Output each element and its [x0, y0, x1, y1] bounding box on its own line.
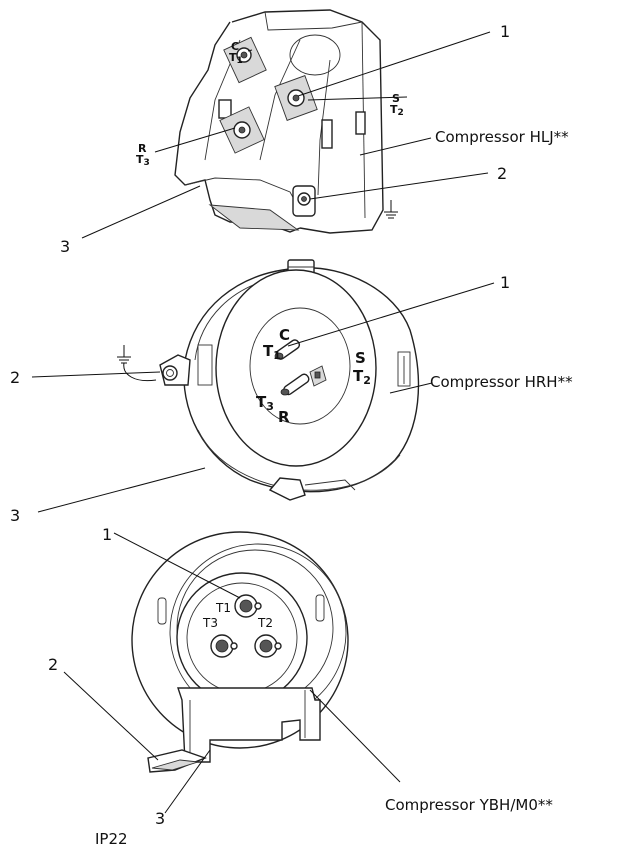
label-t2-hrh: T2	[353, 367, 371, 387]
ground-screw-hlj	[292, 185, 316, 217]
callout-2-hrh: 2	[10, 368, 20, 387]
label-c-hlj: C	[231, 40, 239, 53]
label-t1-hrh: T1	[263, 342, 281, 362]
terminal-pins-ybh	[210, 594, 282, 658]
terminal-s-hlj	[274, 75, 318, 121]
figure-hrh: T1 C S T2 T3 R 1 2 3 Compressor HRH**	[10, 259, 573, 525]
callout-2-ybh: 2	[48, 655, 58, 674]
callout-2-hlj: 2	[497, 164, 507, 183]
figure-ybh: T1 T3 T2 1 2 3 Compressor YBH/M0**	[48, 525, 553, 828]
label-t1-hlj: T1	[229, 51, 243, 66]
callout-3-hlj: 3	[60, 237, 70, 256]
terminal-r-hlj	[219, 106, 265, 154]
label-s-hlj: S	[392, 92, 400, 105]
callout-1-ybh: 1	[102, 525, 112, 544]
label-t3-hrh: T3	[256, 393, 274, 413]
callout-1-hrh: 1	[500, 273, 510, 292]
terminal-cover-hrh	[159, 259, 420, 501]
model-label-hlj: Compressor HLJ**	[435, 128, 569, 146]
figure-hlj: C T1 S T2 R T3 1 2 3 Compressor HLJ**	[60, 9, 569, 256]
protection-rating: IP22	[95, 830, 128, 848]
label-r-hlj: R	[138, 142, 147, 155]
terminal-cover-ybh	[131, 531, 349, 773]
terminal-c-hlj	[223, 36, 267, 84]
label-c-hrh: C	[279, 326, 290, 344]
label-t3-ybh: T3	[202, 616, 218, 630]
model-label-ybh: Compressor YBH/M0**	[385, 796, 553, 814]
label-t2-ybh: T2	[257, 616, 273, 630]
terminal-cover-hlj	[174, 9, 384, 234]
label-s-hrh: S	[355, 349, 366, 367]
label-r-hrh: R	[278, 408, 290, 426]
callout-3-ybh: 3	[155, 809, 165, 828]
ground-icon	[384, 200, 398, 219]
model-label-hrh: Compressor HRH**	[430, 373, 573, 391]
callout-1-hlj: 1	[500, 22, 510, 41]
label-t2-hlj: T2	[390, 103, 404, 118]
ground-icon	[117, 345, 157, 382]
label-t1-ybh: T1	[215, 601, 231, 615]
label-t3-hlj: T3	[136, 153, 150, 168]
callout-3-hrh: 3	[10, 506, 20, 525]
